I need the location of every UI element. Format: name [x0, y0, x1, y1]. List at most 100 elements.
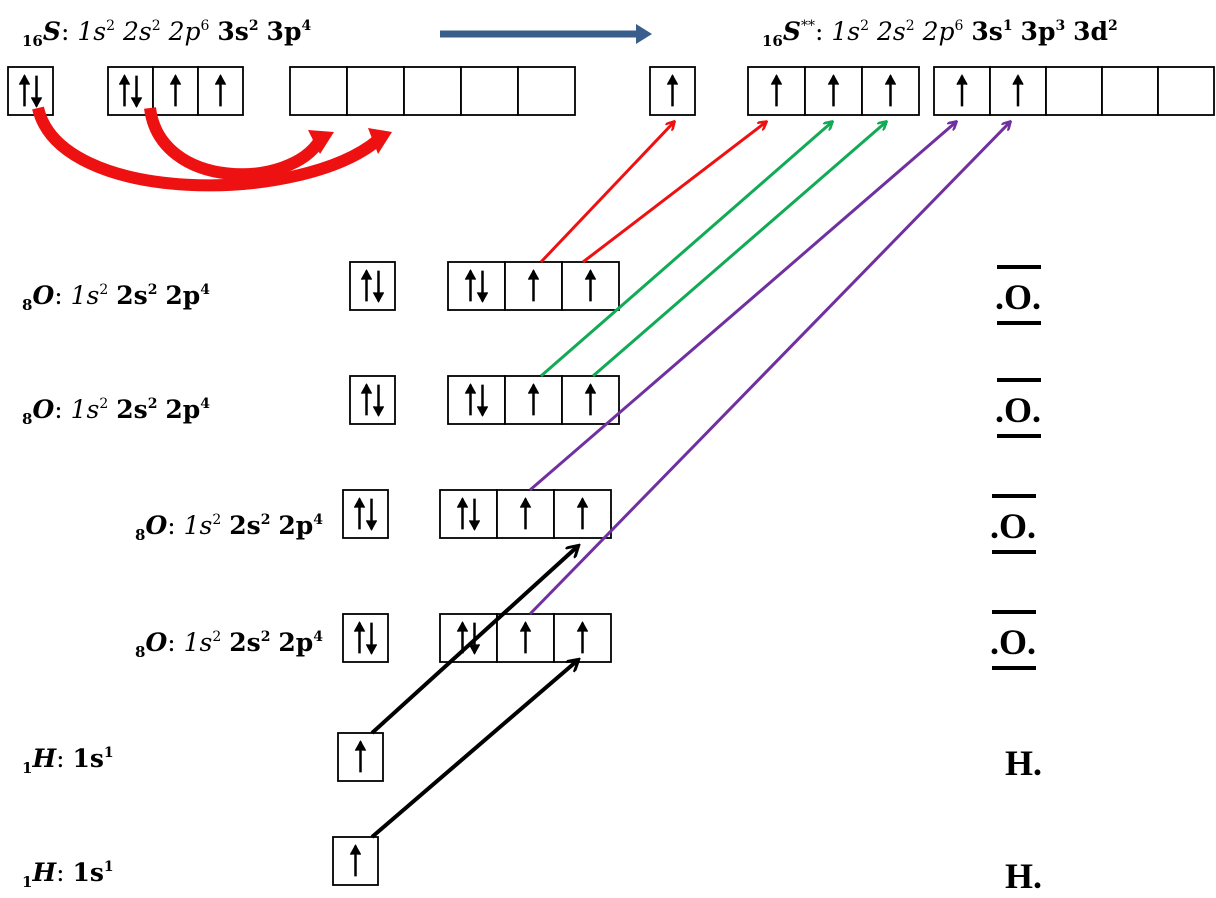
lone-pair-bar	[992, 666, 1037, 670]
orbital-box	[553, 489, 612, 539]
orbital-box	[332, 836, 379, 886]
bond-line-black	[370, 546, 578, 735]
orbital-box	[1101, 66, 1159, 116]
orbital-box	[289, 66, 348, 116]
spin-up-arrow	[360, 269, 373, 302]
orbital-box	[496, 489, 555, 539]
spin-up-arrow	[576, 497, 589, 530]
orbital-box	[504, 375, 563, 425]
spin-up-arrow	[354, 740, 367, 773]
promotion-curve-inner	[144, 106, 326, 181]
orbital-box	[342, 613, 389, 663]
spin-up-arrow	[456, 497, 469, 530]
orbital-box	[804, 66, 863, 116]
orbital-box	[197, 66, 244, 116]
orbital-boxes	[7, 66, 1215, 886]
spin-up-arrow	[770, 74, 783, 107]
spin-up-arrow	[464, 383, 477, 416]
spin-down-arrow	[476, 384, 489, 417]
orbital-box	[861, 66, 920, 116]
orbital-box	[1157, 66, 1215, 116]
spin-down-arrow	[365, 622, 378, 655]
spin-down-arrow	[468, 498, 481, 531]
orbital-box	[107, 66, 154, 116]
spin-up-arrow	[169, 74, 182, 107]
bond-line-black	[370, 660, 578, 839]
orbital-box	[747, 66, 806, 116]
lone-pair-bar	[992, 550, 1037, 554]
spin-up-arrow	[519, 497, 532, 530]
orbital-box	[447, 261, 506, 311]
spin-up-arrow	[214, 74, 227, 107]
lewis-oxygen-4: .O.	[990, 610, 1037, 670]
orbital-box	[403, 66, 462, 116]
lewis-hydrogen-2: H.	[1005, 856, 1043, 896]
lone-pair-bar	[992, 610, 1037, 614]
promotion-arrowhead	[308, 130, 334, 154]
spin-up-arrow	[464, 269, 477, 302]
orbital-box	[561, 261, 620, 311]
orbital-box	[349, 375, 396, 425]
bond-line-purple	[529, 122, 956, 492]
spin-up-arrow	[353, 621, 366, 654]
lewis-hydrogen-1: H.	[1005, 743, 1043, 783]
orbital-box	[649, 66, 696, 116]
lone-pair-bar	[997, 434, 1042, 438]
spin-up-arrow	[956, 74, 968, 107]
lone-pair-bar	[997, 265, 1042, 269]
spin-down-arrow	[130, 75, 143, 108]
spin-up-arrow	[18, 74, 31, 107]
orbital-box	[346, 66, 405, 116]
lone-pair-bar	[997, 378, 1042, 382]
promotion-curves	[32, 106, 392, 192]
spin-up-arrow	[527, 269, 540, 302]
orbital-box	[439, 489, 498, 539]
spin-up-arrow	[519, 621, 532, 654]
sulfur-ground-config: 16S: 1s2 2s2 2p6 3s2 3p4	[22, 17, 312, 50]
orbital-box	[933, 66, 991, 116]
spin-up-arrow	[360, 383, 373, 416]
lone-pair-bar	[997, 321, 1042, 325]
lewis-oxygen-1: .O.	[995, 265, 1042, 325]
spin-up-arrow	[349, 844, 362, 877]
orbital-box	[517, 66, 576, 116]
orbital-box	[447, 375, 506, 425]
spin-down-arrow	[476, 270, 489, 303]
oxygen-config-3: 8O: 1s2 2s2 2p4	[135, 513, 324, 543]
spin-up-arrow	[1012, 74, 1024, 107]
sulfur-excited-config: 16S**: 1s2 2s2 2p6 3s1 3p3 3d2	[762, 17, 1118, 50]
oxygen-config-4: 8O: 1s2 2s2 2p4	[135, 630, 324, 660]
oxygen-config-1: 8O: 1s2 2s2 2p4	[22, 281, 211, 314]
lewis-oxygen-2: .O.	[995, 378, 1042, 438]
spin-down-arrow	[372, 270, 385, 303]
oxygen-config-2: 8O: 1s2 2s2 2p4	[22, 395, 211, 428]
lone-pair-bar	[992, 494, 1037, 498]
orbital-box	[337, 732, 384, 782]
spin-up-arrow	[827, 74, 840, 107]
spin-up-arrow	[884, 74, 897, 107]
spin-up-arrow	[584, 269, 597, 302]
spin-up-arrow	[576, 621, 589, 654]
orbital-box	[989, 66, 1047, 116]
bond-lines	[370, 122, 1010, 839]
orbital-box	[553, 613, 612, 663]
spin-down-arrow	[30, 75, 43, 108]
orbital-box	[349, 261, 396, 311]
spin-up-arrow	[353, 497, 366, 530]
orbital-box	[496, 613, 555, 663]
bond-line-purple	[528, 122, 1010, 616]
orbital-box	[152, 66, 199, 116]
orbital-box	[7, 66, 54, 116]
orbital-box	[504, 261, 563, 311]
bond-line-green	[592, 122, 886, 378]
bond-line-red	[582, 122, 766, 264]
spin-down-arrow	[372, 384, 385, 417]
bond-line-red	[539, 122, 674, 264]
hydrogen-config-1: 1H: 1s1	[22, 744, 114, 777]
promotion-arrowhead	[368, 128, 392, 154]
orbital-box	[460, 66, 519, 116]
spin-up-arrow	[584, 383, 597, 416]
orbital-box	[1045, 66, 1103, 116]
spin-up-arrow	[118, 74, 131, 107]
